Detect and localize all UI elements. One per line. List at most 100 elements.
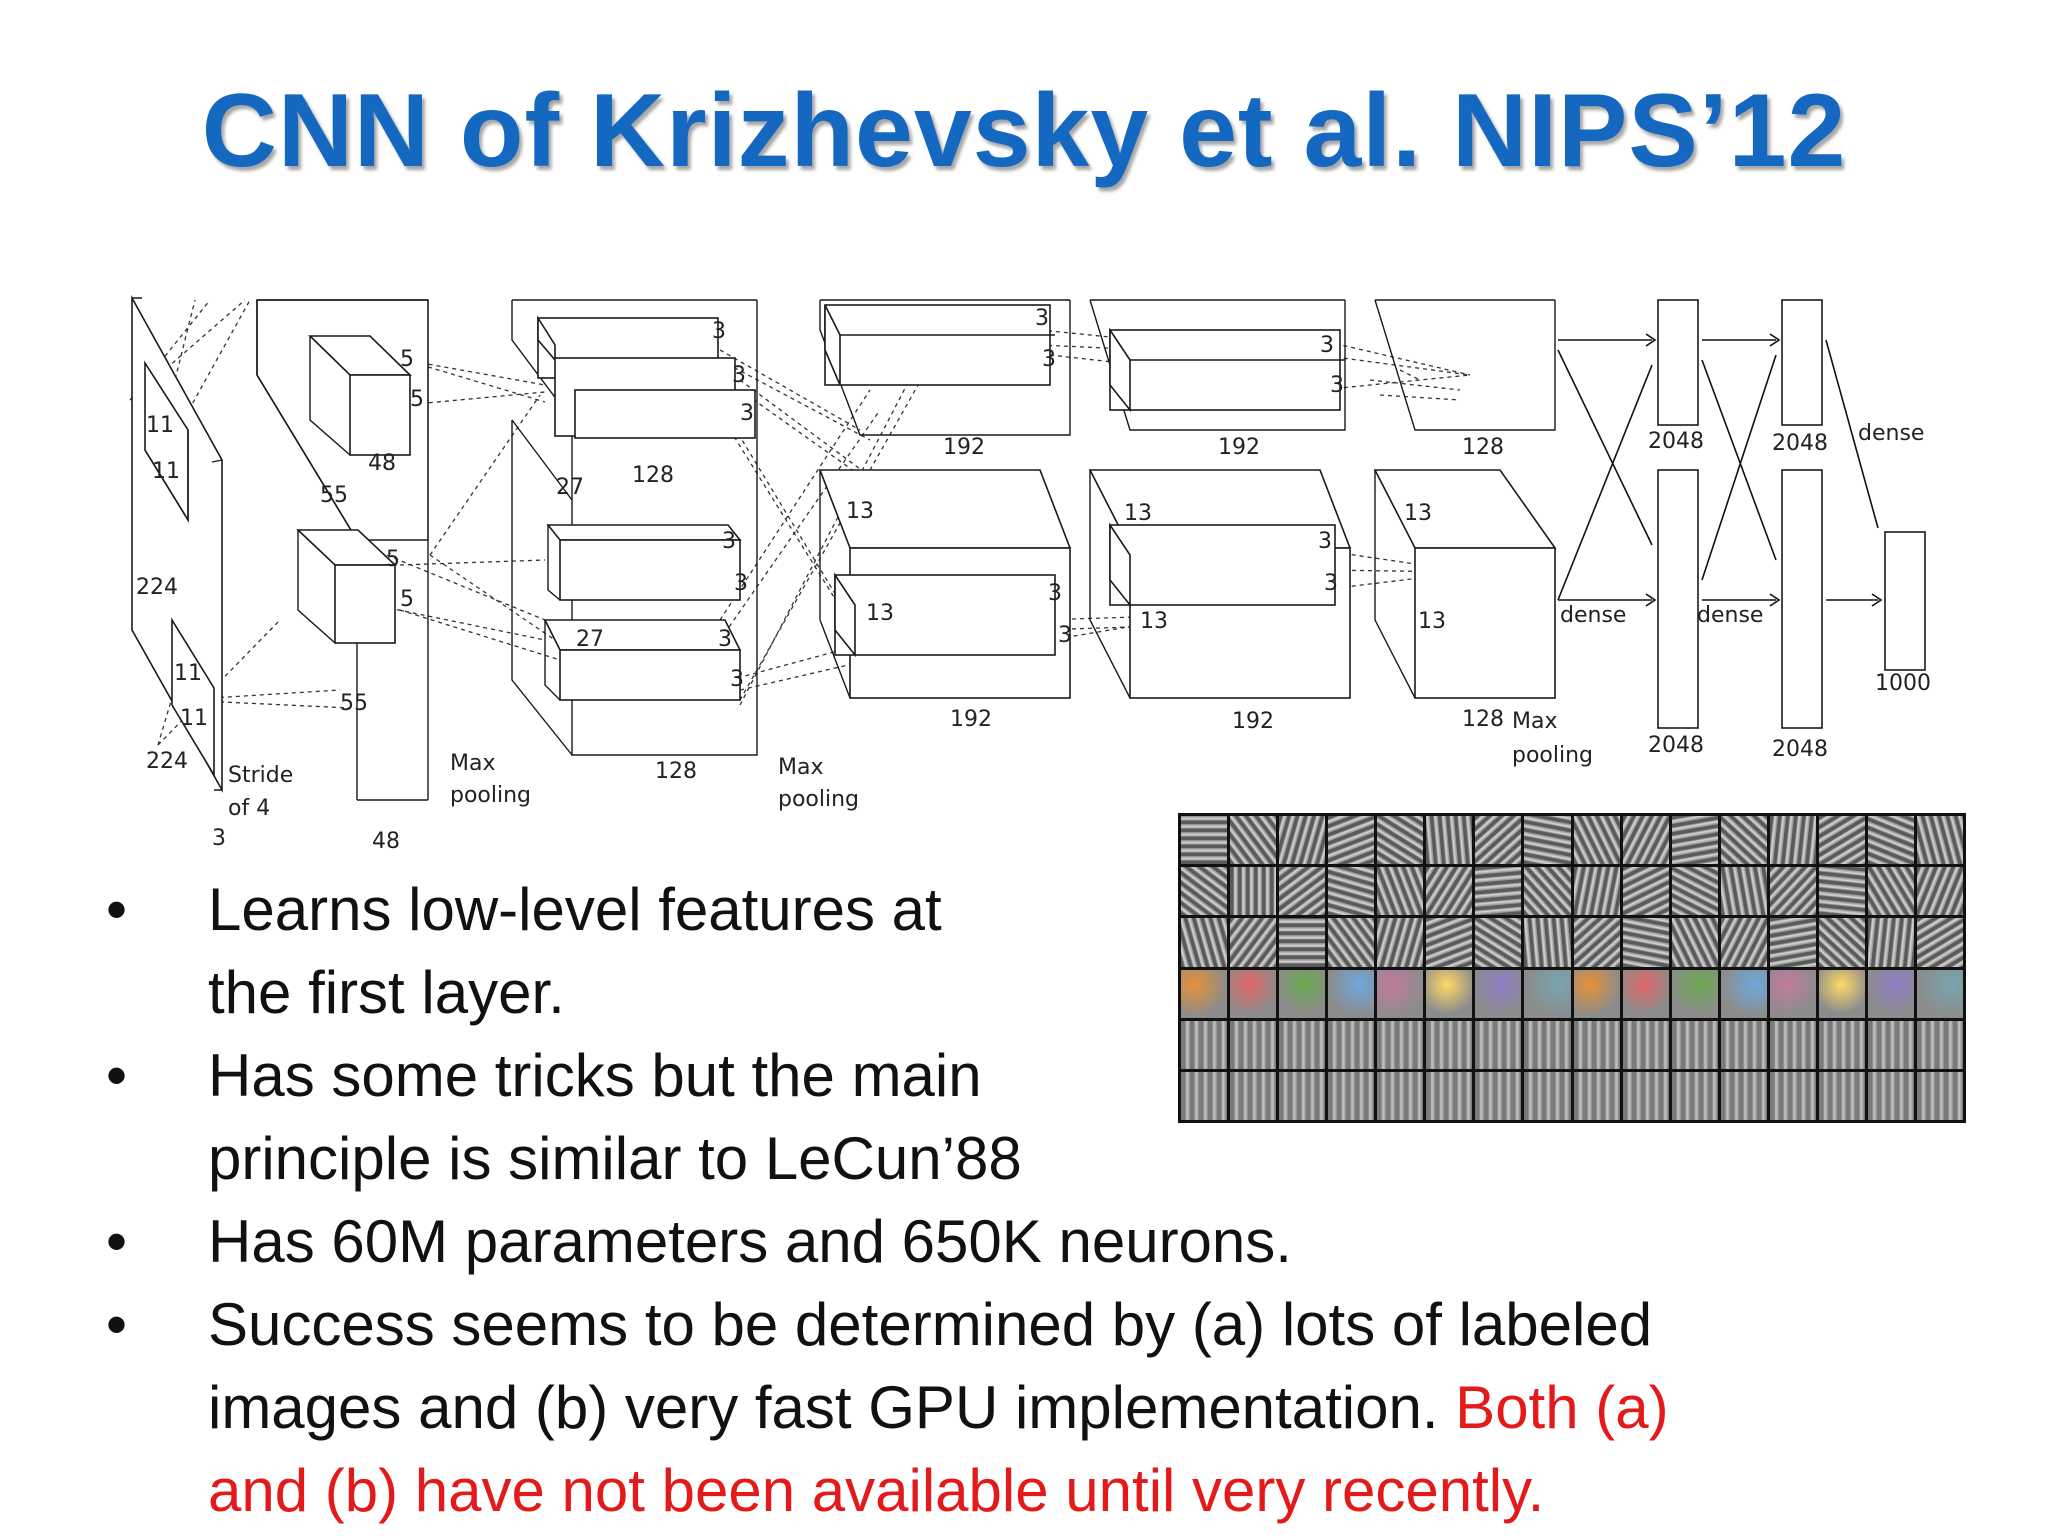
label-output: 1000 <box>1875 671 1931 696</box>
bullet-4-highlight-b: and (b) have not been available until ve… <box>208 1457 1545 1524</box>
label-c1-kernel-bot-b: 5 <box>400 587 414 612</box>
label-fc1-top: 2048 <box>1648 429 1704 454</box>
label-input-kernel-d: 11 <box>180 706 208 731</box>
diagram-labels: 11 11 224 224 11 11 Stride of 4 3 5 5 48… <box>136 306 1931 854</box>
label-c3-depth-bot: 192 <box>950 707 992 732</box>
bullet-4-line-1: Success seems to be determined by (a) lo… <box>208 1291 1653 1358</box>
label-c1-kernel-top-b: 5 <box>410 387 424 412</box>
filter-cell <box>1377 816 1424 865</box>
label-c2-k7: 3 <box>730 667 744 692</box>
label-c4-depth-top: 192 <box>1218 435 1260 460</box>
label-input-kernel-a: 11 <box>146 413 174 438</box>
label-pool3-a: Max <box>1512 709 1557 734</box>
bullet-2-line-1: Has some tricks but the main <box>208 1042 982 1109</box>
filter-cell <box>1475 816 1522 865</box>
bullet-1-line-2: the first layer. <box>208 959 565 1026</box>
label-c2-size-a: 27 <box>556 475 584 500</box>
label-c5-size-a: 13 <box>1404 501 1432 526</box>
conv4-volumes <box>1088 299 1352 699</box>
label-c4-k3: 3 <box>1318 529 1332 554</box>
label-c4-k1: 3 <box>1320 333 1334 358</box>
label-c3-k4: 3 <box>1058 623 1072 648</box>
conv5-volumes <box>1373 299 1557 699</box>
label-dense-a: dense <box>1560 603 1626 628</box>
label-c5-size-b: 13 <box>1418 609 1446 634</box>
label-c2-depth-bot: 128 <box>655 759 697 784</box>
label-dense-c: dense <box>1858 421 1924 446</box>
label-c4-size-a: 13 <box>1124 501 1152 526</box>
label-stride: Stride <box>228 763 293 788</box>
bullet-2: Has some tricks but the main principle i… <box>100 1034 1950 1200</box>
label-c2-depth-top: 128 <box>632 463 674 488</box>
label-c3-k3: 3 <box>1048 581 1062 606</box>
label-c1-depth-bot: 48 <box>372 829 400 854</box>
bullet-4-highlight-a: Both (a) <box>1455 1374 1669 1441</box>
label-input-depth: 3 <box>212 826 226 851</box>
filter-cell <box>1671 816 1718 865</box>
conv3-volumes <box>818 299 1072 699</box>
label-input-size-bottom: 224 <box>146 749 188 774</box>
label-c4-k2: 3 <box>1330 373 1344 398</box>
label-c3-depth-top: 192 <box>943 435 985 460</box>
label-c1-depth-top: 48 <box>368 451 396 476</box>
filter-cell <box>1573 816 1620 865</box>
bullet-1: Learns low-level features at the first l… <box>100 868 1950 1034</box>
filter-cell <box>1279 816 1326 865</box>
filter-cell <box>1426 816 1473 865</box>
input-volume <box>131 294 223 794</box>
bullet-4-line-2: images and (b) very fast GPU implementat… <box>208 1374 1439 1441</box>
label-dense-b: dense <box>1697 603 1763 628</box>
bullet-list: Learns low-level features at the first l… <box>100 868 1950 1532</box>
label-input-kernel-b: 11 <box>152 459 180 484</box>
bullet-1-line-1: Learns low-level features at <box>208 876 942 943</box>
filter-cell <box>1818 816 1865 865</box>
filter-cell <box>1769 816 1816 865</box>
label-c2-k4: 3 <box>722 529 736 554</box>
filter-cell <box>1720 816 1767 865</box>
filter-cell <box>1622 816 1669 865</box>
label-c1-size-a: 55 <box>320 483 348 508</box>
label-c2-k1: 3 <box>712 319 726 344</box>
label-c2-k5: 3 <box>734 571 748 596</box>
label-c3-size-b: 13 <box>866 601 894 626</box>
filter-cell <box>1916 816 1963 865</box>
label-c3-size-a: 13 <box>846 499 874 524</box>
label-input-kernel-c: 11 <box>174 661 202 686</box>
slide-title: CNN of Krizhevsky et al. NIPS’12 <box>201 73 1847 189</box>
label-fc2-bot: 2048 <box>1772 737 1828 762</box>
label-c5-depth-top: 128 <box>1462 435 1504 460</box>
label-c3-k1: 3 <box>1035 306 1049 331</box>
filter-cell <box>1524 816 1571 865</box>
filter-cell <box>1328 816 1375 865</box>
label-c1-size-b: 55 <box>340 691 368 716</box>
label-pool1-b: pooling <box>450 783 531 808</box>
alexnet-architecture-diagram: 11 11 224 224 11 11 Stride of 4 3 5 5 48… <box>129 294 1931 854</box>
label-c4-depth-bot: 192 <box>1232 709 1274 734</box>
label-c2-k6: 3 <box>718 627 732 652</box>
filter-cell <box>1230 816 1277 865</box>
label-input-size-side: 224 <box>136 575 178 600</box>
conv1-volumes <box>256 299 429 801</box>
filter-cell <box>1867 816 1914 865</box>
dense-layers <box>1557 299 1926 729</box>
label-c5-depth-bot: 128 <box>1462 707 1504 732</box>
label-c2-k3: 3 <box>740 401 754 426</box>
label-c2-size-b: 27 <box>576 627 604 652</box>
conv2-volumes <box>511 299 758 756</box>
label-pool2-a: Max <box>778 755 823 780</box>
label-fc2-top: 2048 <box>1772 431 1828 456</box>
label-c4-size-b: 13 <box>1140 609 1168 634</box>
bullet-3: Has 60M parameters and 650K neurons. <box>100 1200 1950 1283</box>
label-c2-k2: 3 <box>732 363 746 388</box>
label-stride-of: of 4 <box>228 796 270 821</box>
label-pool2-b: pooling <box>778 787 859 812</box>
bullet-4: Success seems to be determined by (a) lo… <box>100 1283 1950 1532</box>
filter-cell <box>1181 816 1228 865</box>
label-c4-k4: 3 <box>1324 571 1338 596</box>
label-c1-kernel-top-a: 5 <box>400 347 414 372</box>
bullet-2-line-2: principle is similar to LeCun’88 <box>208 1125 1022 1192</box>
label-fc1-bot: 2048 <box>1648 733 1704 758</box>
label-pool3-b: pooling <box>1512 743 1593 768</box>
label-pool1-a: Max <box>450 751 495 776</box>
label-c3-k2: 3 <box>1042 347 1056 372</box>
